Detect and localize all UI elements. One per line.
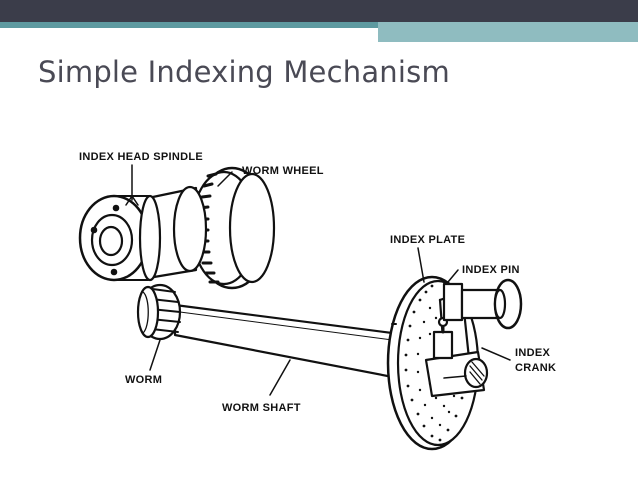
leader-lines [125,164,511,396]
label-index-crank-line2: CRANK [515,362,556,374]
top-bar-teal-block [378,22,638,42]
label-index-crank-line1: INDEX [515,347,550,359]
label-index-head-spindle: INDEX HEAD SPINDLE [79,151,203,163]
label-worm-wheel: WORM WHEEL [242,165,324,177]
leader-worm-shaft [269,359,291,396]
leader-index-plate [417,247,425,283]
page-title: Simple Indexing Mechanism [38,55,450,89]
index-head-spindle [78,185,208,282]
label-index-plate: INDEX PLATE [390,234,465,246]
worm-wheel [190,166,276,290]
leader-worm-wheel [217,171,233,187]
label-index-pin: INDEX PIN [462,264,520,276]
top-bar-teal-strip [0,22,378,28]
top-accent-bar [0,0,638,42]
label-worm: WORM [125,374,162,386]
label-worm-shaft: WORM SHAFT [222,402,301,414]
worm [136,283,182,341]
leader-index-pin [447,269,459,283]
worm-shaft [173,303,402,380]
index-pin [442,278,523,330]
leader-index-crank [481,347,511,361]
top-bar-dark [0,0,638,22]
leader-worm [149,339,161,371]
